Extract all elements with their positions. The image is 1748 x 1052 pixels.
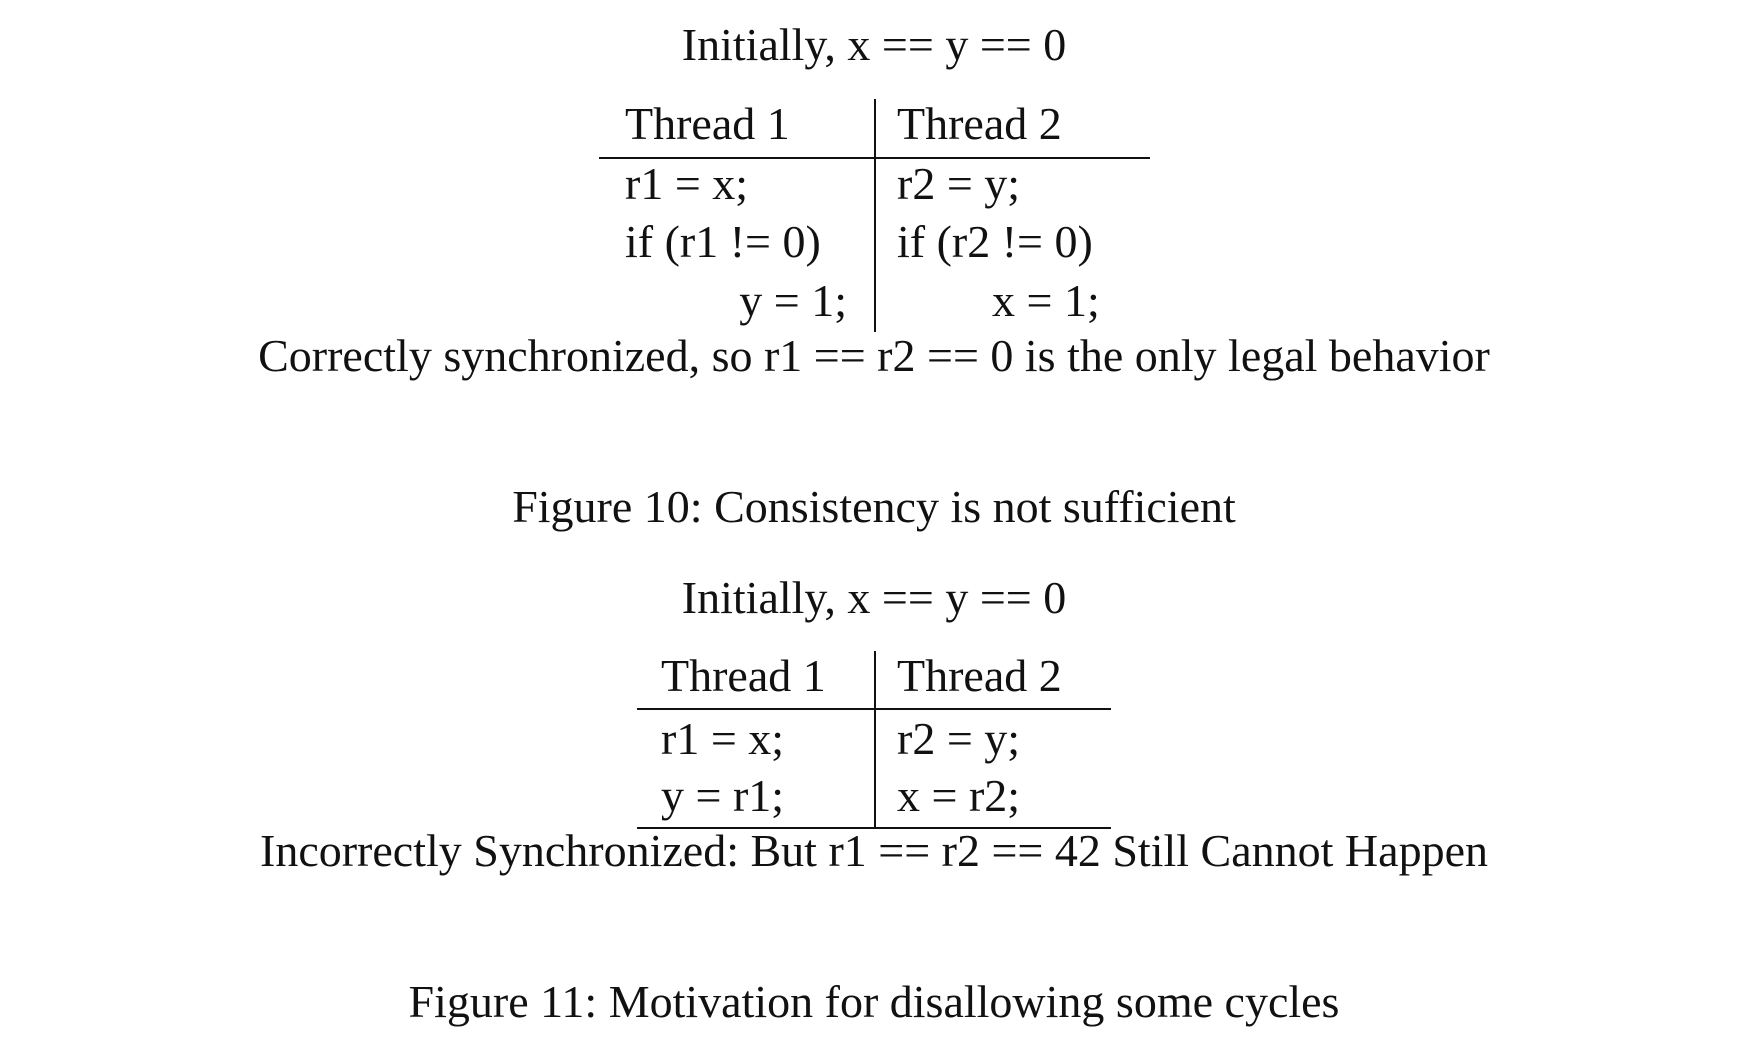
fig11-t1-line2: y = r1; <box>661 770 785 821</box>
fig11-t1-line1: r1 = x; <box>661 713 785 764</box>
fig10-t1-line3: y = 1; <box>739 275 847 326</box>
fig10-t2-line1: r2 = y; <box>897 158 1021 209</box>
fig11-initial-condition: Initially, x == y == 0 <box>681 572 1067 623</box>
fig11-header-thread1: Thread 1 <box>661 650 826 701</box>
fig11-bottom-rule <box>637 827 1111 829</box>
fig11-t2-line2: x = r2; <box>897 770 1021 821</box>
fig11-header-thread2: Thread 2 <box>897 650 1062 701</box>
fig10-header-thread2: Thread 2 <box>897 98 1062 149</box>
fig11-note: Incorrectly Synchronized: But r1 == r2 =… <box>260 825 1488 876</box>
fig10-column-divider <box>874 99 876 332</box>
fig11-column-divider <box>874 651 876 828</box>
fig10-caption: Figure 10: Consistency is not sufficient <box>512 481 1236 532</box>
fig10-header-thread1: Thread 1 <box>625 98 790 149</box>
fig11-caption: Figure 11: Motivation for disallowing so… <box>408 976 1340 1027</box>
fig10-t2-line3: x = 1; <box>992 275 1100 326</box>
fig10-initial-condition: Initially, x == y == 0 <box>681 19 1067 70</box>
fig11-t2-line1: r2 = y; <box>897 713 1021 764</box>
fig10-t1-line2: if (r1 != 0) <box>625 216 821 267</box>
fig10-t1-line1: r1 = x; <box>625 158 749 209</box>
fig10-t2-line2: if (r2 != 0) <box>897 216 1093 267</box>
fig10-note: Correctly synchronized, so r1 == r2 == 0… <box>258 330 1490 381</box>
